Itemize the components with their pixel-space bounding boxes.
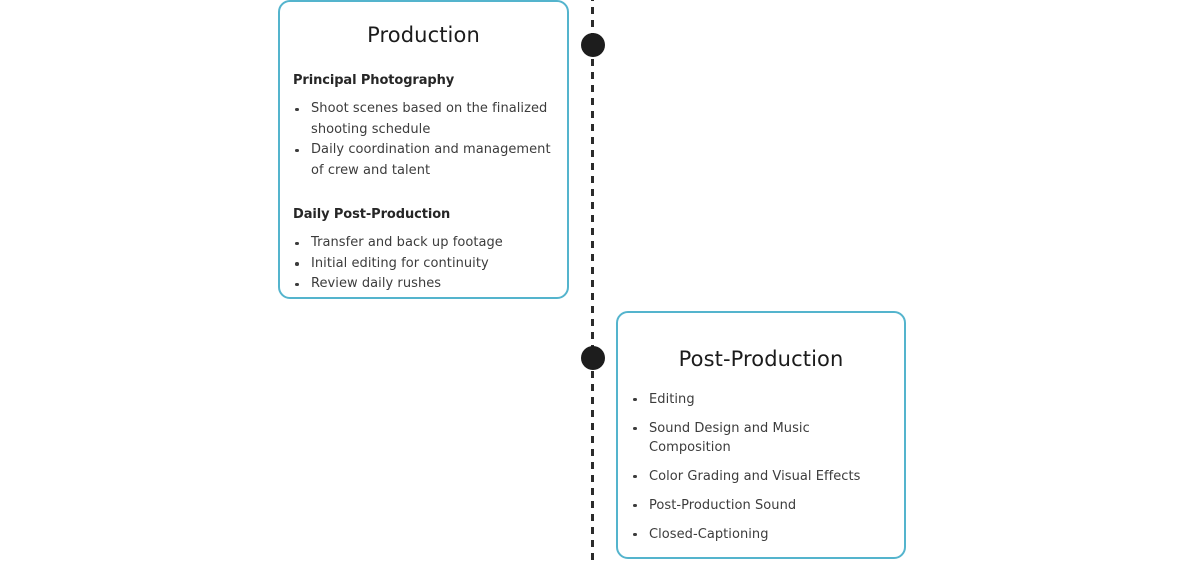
production-section-heading-daily-post-production: Daily Post-Production: [293, 207, 451, 222]
list-item: Editing: [631, 390, 891, 409]
list-item: Daily coordination and management of cre…: [293, 140, 554, 181]
post-production-list: Editing Sound Design and Music Compositi…: [631, 390, 891, 544]
list-item: Initial editing for continuity: [293, 254, 554, 275]
timeline-dot-production[interactable]: [581, 33, 605, 57]
timeline-axis-line: [591, 0, 594, 565]
list-item: Color Grading and Visual Effects: [631, 467, 891, 486]
timeline-dot-post-production[interactable]: [581, 346, 605, 370]
post-production-card-title: Post-Production: [678, 347, 844, 371]
phase-card-production[interactable]: Production Principal Photography Shoot s…: [278, 0, 569, 299]
list-item: Transfer and back up footage: [293, 233, 554, 254]
phase-card-post-production[interactable]: Post-Production Editing Sound Design and…: [616, 311, 906, 559]
production-section-heading-principal-photography: Principal Photography: [293, 73, 455, 88]
production-card-title: Production: [367, 23, 480, 47]
list-item: Review daily rushes: [293, 274, 554, 295]
list-item: Sound Design and Music Composition: [631, 419, 891, 457]
production-principal-photography-list: Shoot scenes based on the finalized shoo…: [293, 99, 554, 181]
list-item: Post-Production Sound: [631, 496, 891, 515]
list-item: Shoot scenes based on the finalized shoo…: [293, 99, 554, 140]
list-item: Closed-Captioning: [631, 525, 891, 544]
production-daily-post-production-list: Transfer and back up footage Initial edi…: [293, 233, 554, 295]
